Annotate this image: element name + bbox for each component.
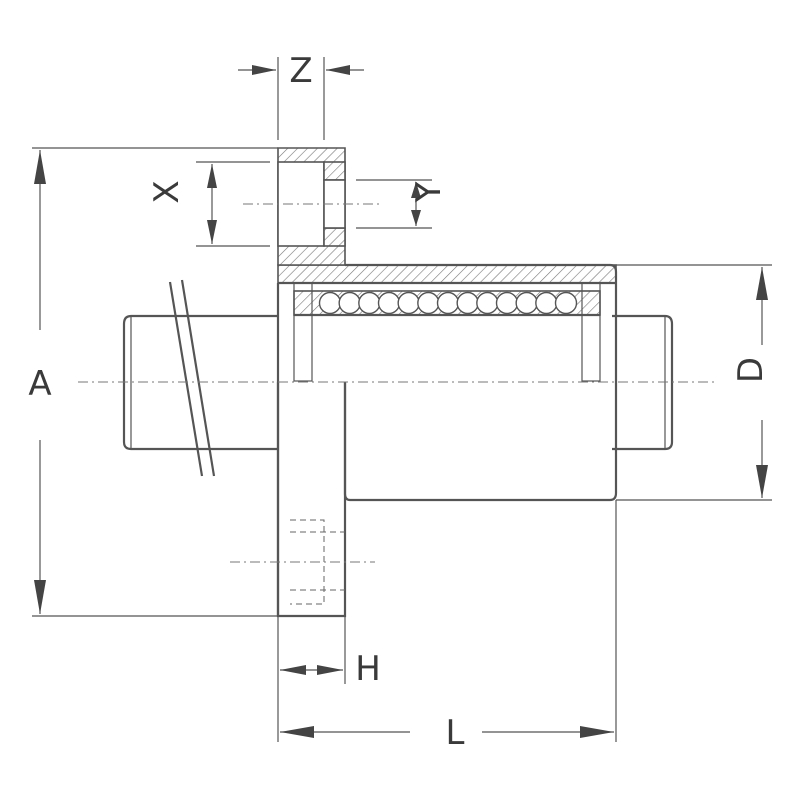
label-h: H [355, 649, 381, 689]
bearing-ball [476, 291, 499, 315]
bearing-body [276, 263, 618, 616]
bearing-ball [318, 291, 342, 315]
bearing-ball [436, 291, 460, 315]
label-d: D [731, 357, 771, 383]
label-y: Y [409, 181, 449, 203]
break-line-symbol [168, 279, 216, 477]
flange [230, 147, 375, 618]
bearing-ball [535, 291, 558, 315]
dimension-y: Y [356, 179, 449, 229]
label-l: L [446, 713, 465, 753]
label-z: Z [289, 51, 312, 91]
bearing-ball [377, 291, 401, 315]
dimension-l: L [277, 500, 617, 753]
bearing-ball [495, 291, 519, 315]
bearing-ball [338, 291, 361, 315]
label-x: X [147, 180, 187, 203]
dimension-h: H [280, 616, 381, 689]
dimension-x: X [147, 161, 270, 247]
bearing-ball [456, 291, 479, 315]
bearing-ball [397, 291, 420, 315]
bearing-ball [515, 291, 538, 315]
bearing-ball [358, 291, 381, 315]
bearing-ball [417, 291, 440, 315]
dimension-a: A [28, 147, 278, 617]
dimension-d: D [616, 264, 772, 501]
ball-row [318, 291, 578, 315]
shaft [122, 314, 674, 451]
bearing-ball [554, 291, 578, 315]
label-a: A [28, 364, 51, 404]
dimension-z: Z [238, 51, 364, 140]
